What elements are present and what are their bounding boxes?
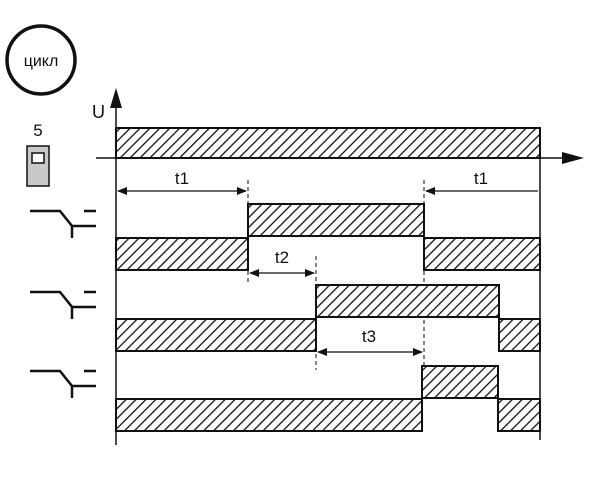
relay-2-no-segment [315,284,500,318]
interval-label-t2: t2 [275,248,289,267]
relay-3-nc-segment-2 [497,398,541,432]
relay-2-contact-icon [30,290,96,319]
relay-2-timeline [30,284,541,352]
relay-3-contact-icon [30,369,96,398]
relay-1-contact-icon [30,209,96,238]
interval-label-t3: t3 [362,327,376,346]
relay-1-nc-segment-1 [115,237,249,271]
mode-badge-circle [5,24,77,96]
dip-switch-lever [31,152,45,164]
relay-1-nc-segment-2 [423,237,541,271]
supply-voltage-bar [115,127,541,159]
interval-label-t1: t1 [175,169,189,188]
dip-switch-position-label: 5 [33,121,42,140]
voltage-axis-arrowhead [110,88,122,108]
voltage-axis-label: U [92,102,105,122]
interval-arrows: t1 t2 t3 t1 [117,169,538,356]
mode-badge: цикл [5,24,77,96]
relay-2-nc-segment-2 [498,318,541,352]
relay-1-no-segment [247,203,425,237]
relay-1-timeline [30,203,541,271]
dip-switch-body [26,145,50,187]
time-axis-arrowhead [562,152,584,164]
interval-label-t1-repeat: t1 [474,169,488,188]
relay-3-timeline [30,365,541,432]
relay-3-no-segment [421,365,499,399]
relay-3-nc-segment-1 [115,398,423,432]
relay-2-nc-segment-1 [115,318,317,352]
mode-badge-label: цикл [24,53,59,70]
dip-switch: 5 [26,121,50,187]
